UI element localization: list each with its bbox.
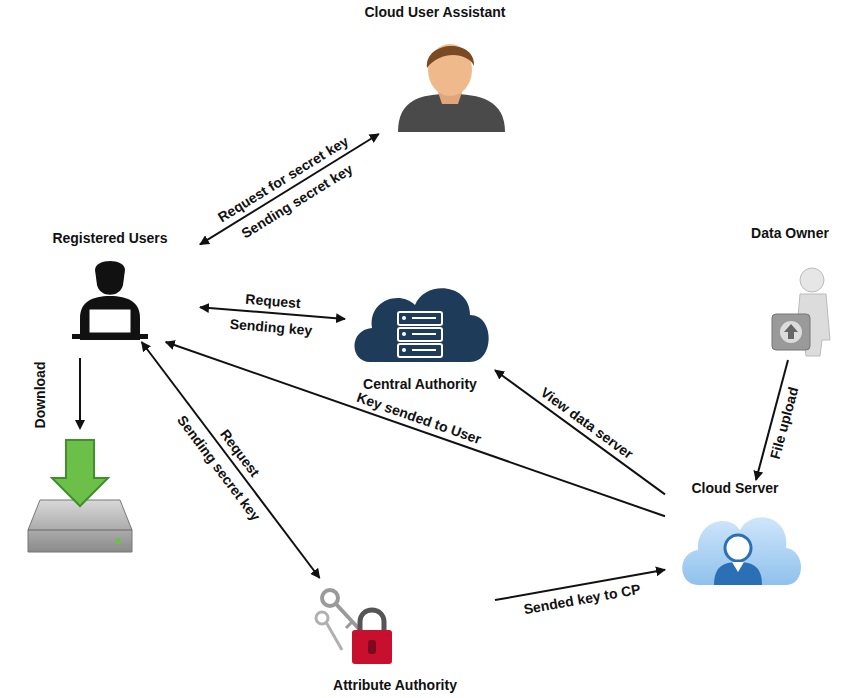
node-title: Attribute Authority	[295, 677, 495, 693]
edge-label: Key sended to User	[353, 388, 485, 448]
edge-label: File upload	[766, 383, 802, 462]
connector-arrow	[495, 370, 665, 494]
edge-label: Sended key to CP	[521, 580, 644, 617]
annotation-label: Sending key	[228, 316, 315, 339]
attribute-authority-icon	[316, 590, 392, 664]
central-authority-icon	[355, 288, 489, 362]
node-title: Registered Users	[20, 230, 200, 246]
edge-label: Request	[243, 291, 303, 312]
download-arrow	[79, 358, 81, 428]
cloud-server-icon	[682, 517, 801, 585]
icon-node: Central Authority	[345, 282, 495, 392]
icon-node: Cloud User Assistant	[340, 4, 530, 134]
annotation-label: Download	[32, 360, 48, 431]
node-title: Cloud User Assistant	[340, 4, 530, 20]
node-title: Central Authority	[345, 376, 495, 392]
user-icon	[72, 261, 148, 340]
icon-node: Data Owner	[735, 225, 845, 360]
connector-arrow	[200, 134, 379, 244]
icon-node: Cloud Server	[665, 480, 805, 595]
data-owner-icon	[772, 268, 830, 356]
edge-label: View data server	[536, 382, 638, 462]
node-title: Cloud Server	[665, 480, 805, 496]
download-drive-icon	[28, 440, 132, 552]
icon-node: Attribute Authority	[295, 578, 495, 693]
icon-node: Registered Users	[20, 230, 200, 342]
node-title: Data Owner	[735, 225, 845, 241]
connector-arrow	[142, 342, 320, 578]
assistant-icon	[398, 44, 505, 132]
